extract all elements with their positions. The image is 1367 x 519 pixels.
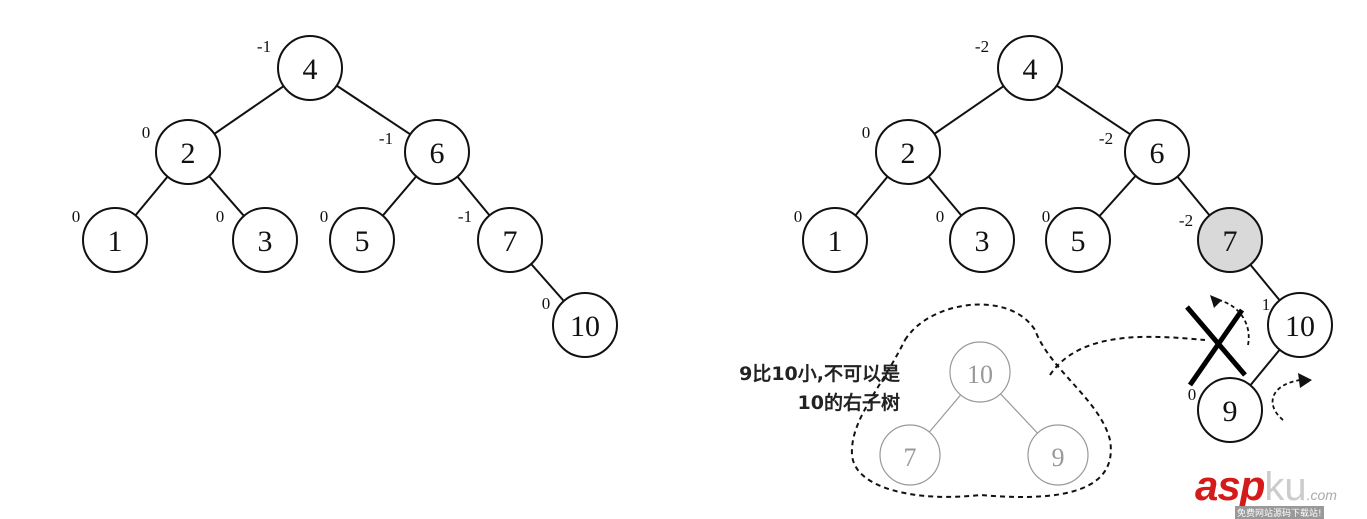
node-value: 1: [108, 225, 123, 258]
watermark-brand: asp: [1195, 462, 1265, 509]
node-value: 9: [1052, 443, 1065, 472]
tree-node: [875, 119, 941, 185]
arrowhead-icon: [1298, 373, 1312, 388]
watermark-brand-2: ku: [1264, 465, 1307, 509]
watermark-domain: .com: [1306, 487, 1337, 503]
balance-factor: 0: [72, 207, 81, 226]
invalid-subtree: 10 7 9: [879, 341, 1089, 486]
node-value: 10: [1285, 310, 1315, 343]
node-value: 9: [1223, 395, 1238, 428]
node-value: 6: [430, 137, 445, 170]
tree-node: [879, 424, 941, 486]
node-value: 7: [904, 443, 917, 472]
tree-node: [82, 207, 148, 273]
dashed-boundary: [850, 303, 1112, 498]
tree-node: [949, 341, 1011, 403]
rotate-arrow-icon: [1271, 379, 1301, 421]
node-value: 4: [303, 53, 318, 86]
balance-factor: 0: [1042, 207, 1051, 226]
balance-factor: 0: [320, 207, 329, 226]
tree-node: [1197, 207, 1263, 273]
annotation-line-1: 9比10小,不可以是: [739, 363, 900, 385]
tree-node: [277, 35, 343, 101]
node-value: 6: [1150, 137, 1165, 170]
node-value: 10: [967, 360, 993, 389]
tree-node: [477, 207, 543, 273]
arrowhead-icon: [1210, 295, 1222, 308]
tree-node: [1124, 119, 1190, 185]
balance-factor: -2: [1099, 129, 1113, 148]
node-value: 3: [975, 225, 990, 258]
tree-node: [232, 207, 298, 273]
balance-factor: -1: [379, 129, 393, 148]
tree-node: [1267, 292, 1333, 358]
tree-node: [329, 207, 395, 273]
balance-factor: 0: [862, 123, 871, 142]
tree-node: [802, 207, 868, 273]
node-value: 2: [181, 137, 196, 170]
tree-node: [1197, 377, 1263, 443]
balance-factor: -1: [458, 207, 472, 226]
dashed-connector: [1049, 335, 1206, 376]
balance-factor: 0: [936, 207, 945, 226]
balance-factor: 0: [794, 207, 803, 226]
watermark-logo: aspku.com 免费网站源码下载站!: [1195, 462, 1337, 519]
node-value: 2: [901, 137, 916, 170]
node-value: 7: [1223, 225, 1238, 258]
annotation-line-2: 10的右子树: [797, 392, 900, 414]
tree-node: [949, 207, 1015, 273]
node-value: 3: [258, 225, 273, 258]
balance-factor: -2: [1179, 211, 1193, 230]
node-value: 4: [1023, 53, 1038, 86]
annotation-text: 9比10小,不可以是 10的右子树: [690, 360, 900, 418]
watermark-tagline: 免费网站源码下载站!: [1235, 506, 1324, 519]
balance-factor: -1: [257, 37, 271, 56]
balance-factor: 1: [1262, 295, 1271, 314]
tree-node: [997, 35, 1063, 101]
node-value: 5: [355, 225, 370, 258]
cross-icon: [1185, 305, 1247, 387]
node-value: 7: [503, 225, 518, 258]
balance-factor: -2: [975, 37, 989, 56]
node-value: 5: [1071, 225, 1086, 258]
rotate-arrow-icon: [1217, 299, 1250, 346]
tree-node: [552, 292, 618, 358]
tree-node: [1027, 424, 1089, 486]
balance-factor: 0: [1188, 385, 1197, 404]
tree-node: [1045, 207, 1111, 273]
balance-factor: 0: [542, 294, 551, 313]
balance-factor: 0: [216, 207, 225, 226]
node-value: 10: [570, 310, 600, 343]
tree-node: [155, 119, 221, 185]
tree-node: [404, 119, 470, 185]
node-value: 1: [828, 225, 843, 258]
balance-factor: 0: [142, 123, 151, 142]
